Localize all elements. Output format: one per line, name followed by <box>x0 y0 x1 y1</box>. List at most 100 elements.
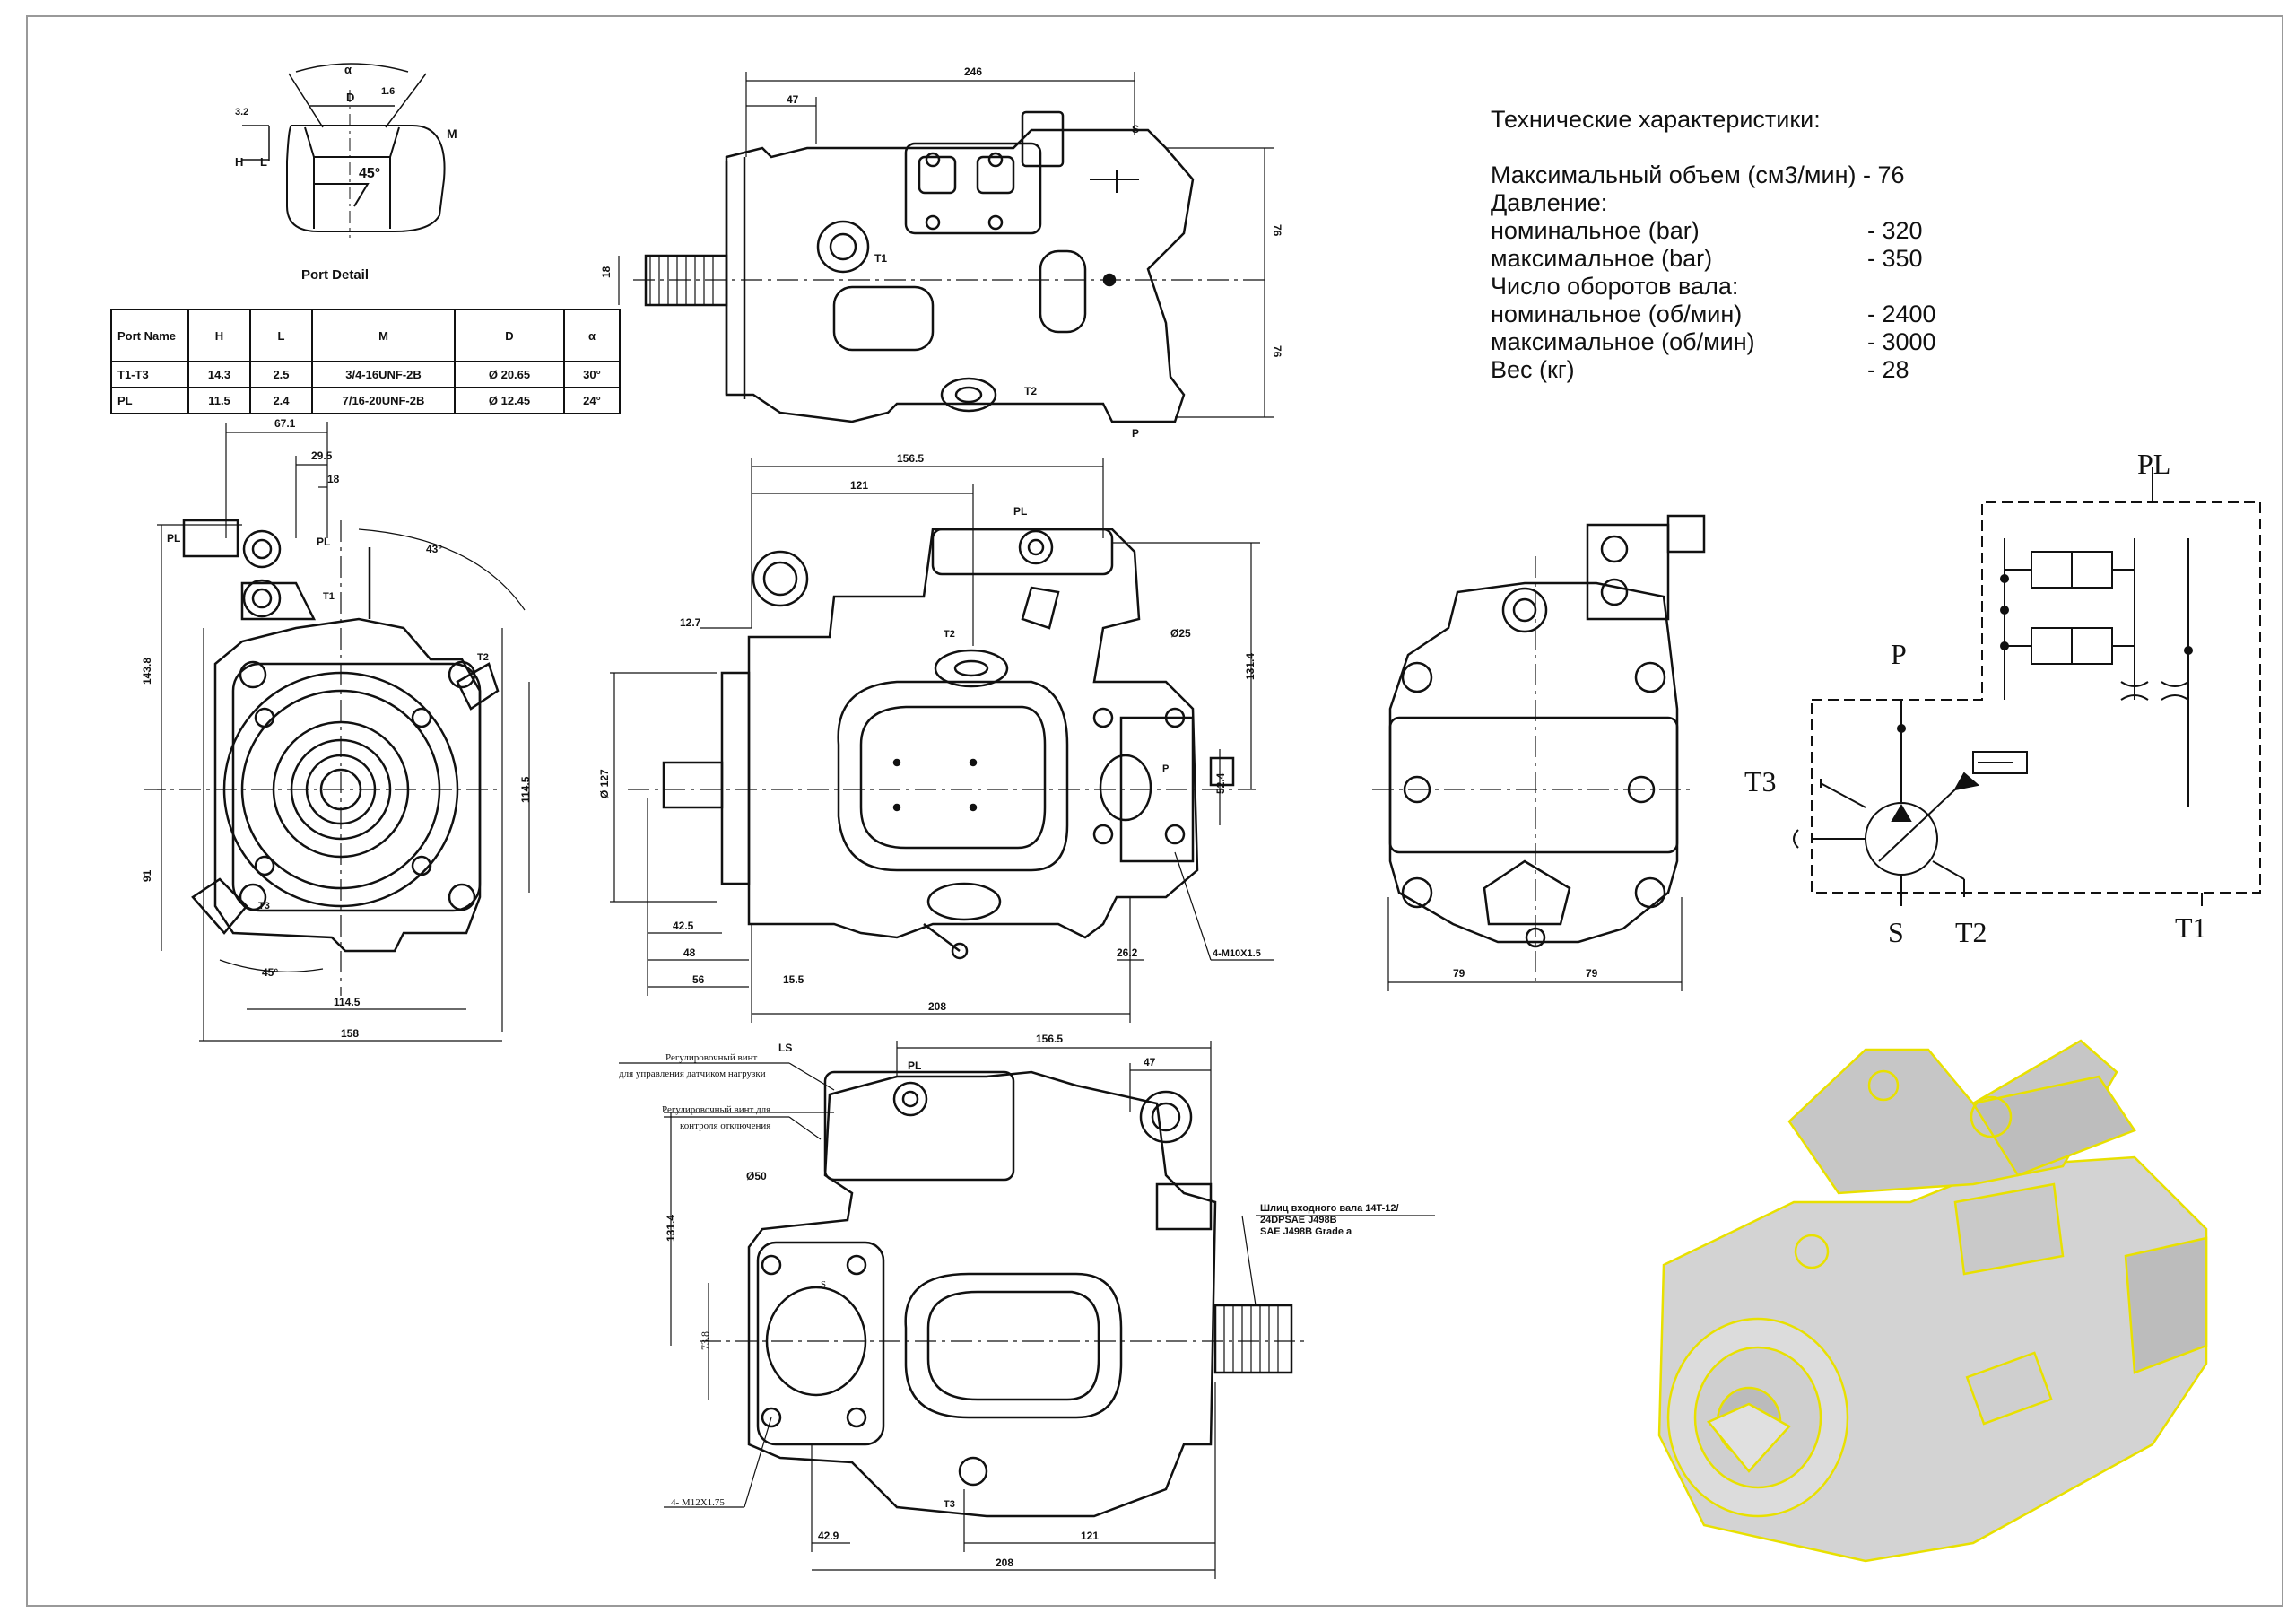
port-detail-table: Port Name H L M D α T1-T3 14.3 2.5 3/4-1… <box>110 309 621 414</box>
front-view-labels: 67.1 29.5 18 43° 143.8 91 114.5 114.5 15… <box>141 417 532 1040</box>
rear-view-dims <box>1372 556 1695 991</box>
technical-specs: Технические характеристики: Максимальный… <box>1491 106 2118 384</box>
table-header-row: Port Name H L M D α <box>110 309 621 362</box>
fv-angle-43: 43° <box>426 543 442 555</box>
cell-l: 2.4 <box>249 387 313 414</box>
tv-port-t1: T1 <box>874 252 887 265</box>
spec-label: номинальное (bar) <box>1491 217 1700 244</box>
spec-label: Давление: <box>1491 189 1608 216</box>
port-detail <box>242 63 446 238</box>
fv-dim-67: 67.1 <box>274 417 296 430</box>
bv-thread-label: 4- M12X1.75 <box>671 1497 725 1508</box>
sv-port-pl: PL <box>1013 505 1027 518</box>
spec-row: Максимальный объем (см3/мин) - 76 <box>1491 161 2118 189</box>
hydraulic-schematic <box>1793 467 2261 906</box>
top-view <box>644 110 1195 423</box>
rv-dim-79b: 79 <box>1586 967 1598 980</box>
cell-m: 3/4-16UNF-2B <box>311 361 456 388</box>
bv-note-3: Регулировочный винт для <box>662 1104 770 1115</box>
cell-port: PL <box>110 387 189 414</box>
bv-dim-131: 131.4 <box>665 1215 677 1242</box>
side-view <box>662 528 1235 960</box>
fv-dim-91: 91 <box>141 869 153 882</box>
bv-port-pl: PL <box>908 1060 921 1072</box>
bv-dim-47: 47 <box>1144 1056 1156 1068</box>
spec-value: - 28 <box>1867 356 1909 383</box>
rear-view-labels: 79 79 <box>1453 967 1598 980</box>
side-view-dims <box>610 458 1274 1023</box>
tv-dim-47: 47 <box>787 93 799 106</box>
sv-dim-42: 42.5 <box>673 920 694 932</box>
th-h: H <box>187 309 251 362</box>
sv-dim-d127: Ø 127 <box>598 769 611 798</box>
pd-m-label: M <box>447 126 457 141</box>
th-d: D <box>454 309 565 362</box>
sv-port-t2: T2 <box>944 629 955 640</box>
spec-row: Давление: <box>1491 189 2118 217</box>
tv-dim-18: 18 <box>600 266 613 278</box>
pd-alpha-label: α <box>344 63 352 76</box>
pd-angle-45: 45° <box>359 166 380 181</box>
spec-label: максимальное (об/мин) <box>1491 328 1755 355</box>
sch-label-t1: T1 <box>2175 911 2207 944</box>
th-alpha: α <box>563 309 621 362</box>
tv-port-p: P <box>1132 427 1139 440</box>
sv-dim-56: 56 <box>692 973 705 986</box>
sv-dim-15: 15.5 <box>783 973 804 986</box>
spec-value: - 2400 <box>1867 301 1936 327</box>
spec-label: Вес (кг) <box>1491 356 1575 383</box>
pd-l-label: L <box>260 155 267 169</box>
specs-title: Технические характеристики: <box>1491 106 1821 133</box>
pd-h-label: H <box>235 155 243 169</box>
schematic-labels: PL P T3 S T2 T1 <box>1744 448 2207 948</box>
bv-dim-208: 208 <box>996 1557 1013 1569</box>
sch-label-t3: T3 <box>1744 765 1777 798</box>
pd-roughness-2: 1.6 <box>381 86 395 97</box>
tv-dim-76a: 76 <box>1271 224 1283 237</box>
sv-dim-156: 156.5 <box>897 452 924 465</box>
bv-port-t3: T3 <box>944 1499 955 1510</box>
spec-value: - 320 <box>1867 217 1923 244</box>
sv-dim-121: 121 <box>850 479 868 492</box>
spec-row: максимальное (об/мин) - 3000 <box>1491 328 2118 356</box>
cell-d: Ø 20.65 <box>454 361 565 388</box>
fv-dim-158: 158 <box>341 1027 359 1040</box>
spec-value: - 350 <box>1867 245 1923 272</box>
sheet-border <box>26 15 2283 1607</box>
front-view-dims <box>144 422 530 1042</box>
bv-note-1: Регулировочный винт <box>665 1052 758 1063</box>
sv-port-p: P <box>1162 763 1169 774</box>
th-l: L <box>249 309 313 362</box>
spec-value: - 3000 <box>1867 328 1936 355</box>
fv-port-pl-2: PL <box>317 536 330 548</box>
fv-dim-143: 143.8 <box>141 658 153 685</box>
bv-dim-42: 42.9 <box>818 1530 839 1542</box>
sv-dim-52: 52.4 <box>1214 772 1227 794</box>
sv-dim-131: 131.4 <box>1244 653 1257 680</box>
bottom-view-dims <box>619 1041 1435 1579</box>
sv-dim-208: 208 <box>928 1000 946 1013</box>
pump-3d-render <box>1657 1039 2208 1563</box>
rv-dim-79a: 79 <box>1453 967 1465 980</box>
bv-dim-73: 73.8 <box>699 1331 711 1350</box>
sch-label-t2: T2 <box>1955 916 1987 948</box>
bottom-view-labels: 156.5 47 131.4 Ø50 73.8 42.9 121 208 4- … <box>619 1033 1399 1569</box>
bv-note-4: контроля отключения <box>680 1121 770 1131</box>
cell-alpha: 30° <box>563 361 621 388</box>
pd-roughness-1: 3.2 <box>235 107 248 118</box>
bottom-view <box>747 1070 1293 1518</box>
cell-h: 11.5 <box>187 387 251 414</box>
sch-label-p: P <box>1891 638 1907 670</box>
cell-port: T1-T3 <box>110 361 189 388</box>
top-view-dims <box>618 72 1274 418</box>
cell-alpha: 24° <box>563 387 621 414</box>
spec-label: Число оборотов вала: <box>1491 273 1739 300</box>
pd-d-label: D <box>346 91 354 104</box>
bv-note-6: 24DPSAE J498B <box>1260 1215 1337 1225</box>
th-port-name: Port Name <box>110 309 189 362</box>
spec-label: номинальное (об/мин) <box>1491 301 1743 327</box>
sv-dim-d25: Ø25 <box>1170 627 1191 640</box>
spec-row: максимальное (bar)- 350 <box>1491 245 2118 273</box>
